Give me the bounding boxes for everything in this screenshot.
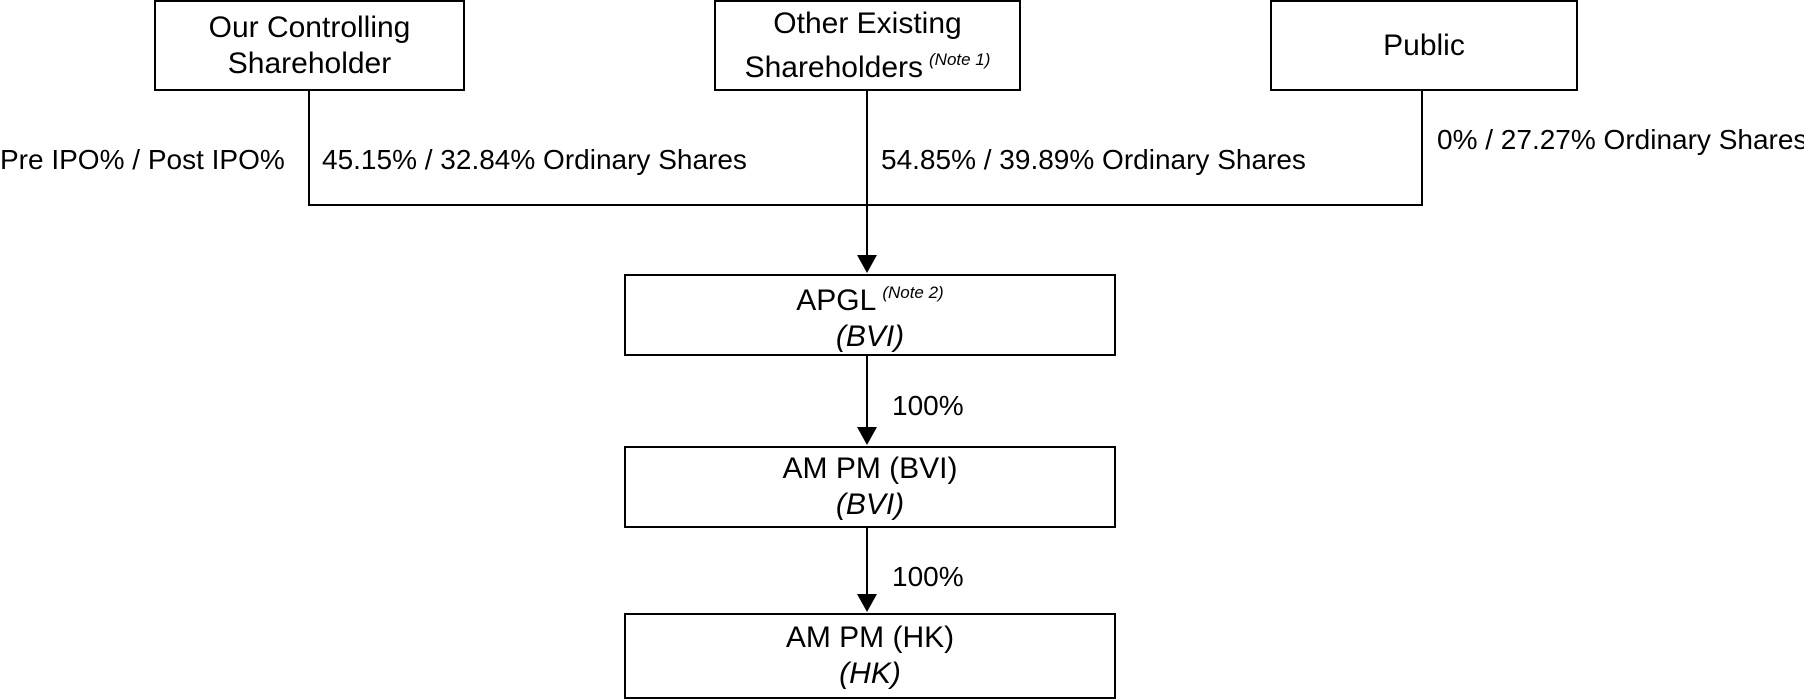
apgl-to-bvi-ownership: 100%: [892, 390, 964, 421]
hk-arrowhead: [857, 594, 877, 612]
bvi-arrowhead: [857, 427, 877, 445]
controlling-shareholder-box: Our Controlling Shareholder: [154, 0, 465, 91]
other-shareholders-line2-wrap: Shareholders(Note 1): [745, 42, 991, 86]
public-shareholding-label: 0% / 27.27% Ordinary Shares: [1437, 124, 1804, 155]
other-existing-shareholders-box: Other Existing Shareholders(Note 1): [714, 0, 1021, 91]
ampm-bvi-jurisdiction: (BVI): [835, 488, 905, 521]
ampm-hk-jurisdiction: (HK): [839, 657, 901, 690]
pre-post-ipo-legend: Pre IPO% / Post IPO%: [0, 144, 285, 175]
apgl-jurisdiction: (BVI): [835, 320, 905, 353]
apgl-name-wrap: APGL (Note 2): [796, 275, 943, 319]
other-shareholders-line2: Shareholders: [744, 50, 924, 84]
controlling-shareholder-line2: Shareholder: [227, 46, 392, 80]
bvi-to-hk-ownership: 100%: [892, 561, 964, 592]
controlling-shareholding-label: 45.15% / 32.84% Ordinary Shares: [322, 144, 747, 175]
other-shareholding-label: 54.85% / 39.89% Ordinary Shares: [881, 144, 1306, 175]
ampm-bvi-name: AM PM (BVI): [782, 452, 958, 485]
note-2-ref: (Note 2): [882, 283, 944, 302]
ampm-hk-name: AM PM (HK): [785, 621, 955, 654]
other-shareholders-line1: Other Existing: [773, 6, 962, 40]
apgl-arrowhead: [857, 255, 877, 273]
ampm-bvi-box: AM PM (BVI) (BVI): [624, 446, 1116, 528]
note-1-ref: (Note 1): [929, 49, 991, 69]
public-label: Public: [1383, 28, 1465, 62]
apgl-box: APGL (Note 2) (BVI): [624, 274, 1116, 356]
apgl-name: APGL: [796, 284, 877, 317]
public-box: Public: [1270, 0, 1578, 91]
ampm-hk-box: AM PM (HK) (HK): [624, 613, 1116, 699]
controlling-shareholder-line1: Our Controlling: [208, 10, 411, 44]
